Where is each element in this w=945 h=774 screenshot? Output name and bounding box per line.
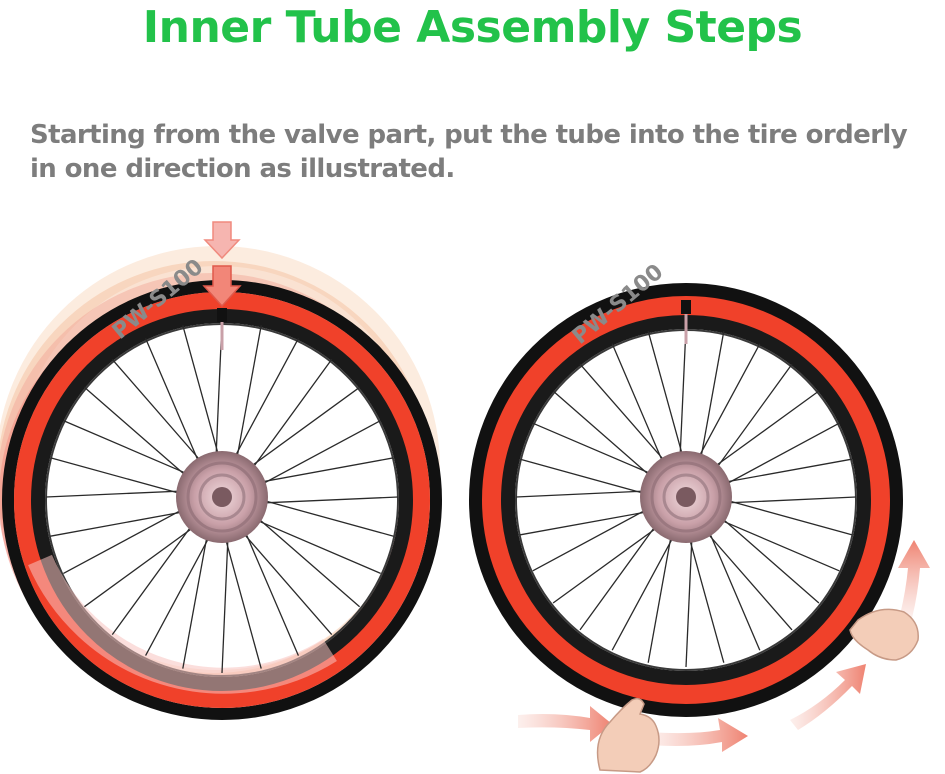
illustration: PW-S100 PW-S100: [0, 210, 945, 774]
page-title: Inner Tube Assembly Steps: [0, 2, 945, 54]
right-wheel-icon: PW-S100: [476, 260, 896, 710]
left-wheel-icon: PW-S100: [6, 255, 436, 714]
instruction-text: Starting from the valve part, put the tu…: [30, 118, 910, 186]
